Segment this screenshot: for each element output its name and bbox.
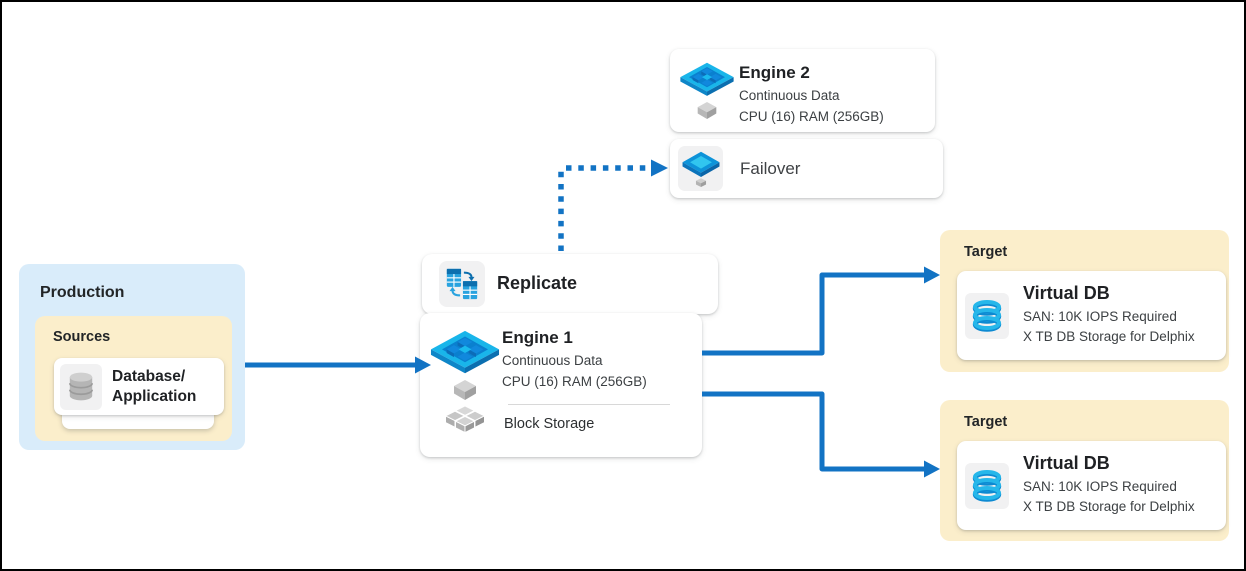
engine2-icon-column	[679, 62, 735, 121]
virtual-db-card-2: Virtual DB SAN: 10K IOPS Required X TB D…	[957, 441, 1226, 530]
engine-icon	[680, 62, 734, 96]
engine1-icon-column	[428, 330, 502, 402]
virtual-db-icon	[972, 299, 1002, 332]
virtual-db-1-title: Virtual DB	[1023, 283, 1110, 304]
virtual-db-icon-square	[965, 292, 1009, 339]
failover-card: Failover	[670, 139, 943, 198]
virtual-db-2-spec2: X TB DB Storage for Delphix	[1023, 499, 1195, 515]
cube-icon	[454, 380, 476, 400]
database-card-label: Database/ Application	[112, 367, 196, 407]
virtual-db-icon-square	[965, 462, 1009, 509]
failover-icon-square	[678, 146, 723, 191]
replicate-card: Replicate	[422, 254, 718, 314]
virtual-db-card-1: Virtual DB SAN: 10K IOPS Required X TB D…	[957, 271, 1226, 360]
database-card-line1: Database/	[112, 367, 186, 385]
target-group-1: Target Virtual DB SAN: 10K IOPS Required…	[940, 230, 1229, 372]
sources-title: Sources	[53, 329, 111, 345]
virtual-db-1-spec1: SAN: 10K IOPS Required	[1023, 309, 1177, 325]
database-card-line2: Application	[112, 387, 197, 405]
arrow-engine1-to-target-2-head	[924, 460, 940, 478]
target-group-2: Target Virtual DB SAN: 10K IOPS Required…	[940, 400, 1229, 541]
block-storage-icon	[444, 405, 486, 434]
arrow-engine1-to-target-1	[702, 272, 924, 356]
production-group: Production Sources Database/ Application	[19, 264, 245, 450]
engine-icon	[430, 330, 500, 374]
replicate-icon-square	[439, 261, 485, 307]
virtual-db-text-2: Virtual DB SAN: 10K IOPS Required X TB D…	[1023, 453, 1195, 517]
engine1-card: Engine 1 Continuous Data CPU (16) RAM (2…	[420, 313, 702, 457]
database-card: Database/ Application	[54, 358, 224, 415]
arrow-engine1-to-target-2	[702, 391, 924, 472]
engine1-spec2: CPU (16) RAM (256GB)	[502, 373, 647, 389]
arrow-replicate-to-failover-head	[651, 159, 668, 177]
virtual-db-icon	[972, 469, 1002, 502]
engine2-text: Engine 2 Continuous Data CPU (16) RAM (2…	[739, 62, 884, 127]
engine2-card: Engine 2 Continuous Data CPU (16) RAM (2…	[670, 49, 935, 132]
engine1-spec1: Continuous Data	[502, 353, 603, 369]
failover-platform-icon	[682, 151, 719, 187]
engine2-title: Engine 2	[739, 63, 810, 82]
virtual-db-text-1: Virtual DB SAN: 10K IOPS Required X TB D…	[1023, 283, 1195, 347]
virtual-db-2-spec1: SAN: 10K IOPS Required	[1023, 479, 1177, 495]
engine2-spec1: Continuous Data	[739, 88, 840, 104]
sources-group: Sources Database/ Application	[35, 316, 232, 441]
target-1-title: Target	[964, 244, 1008, 260]
replicate-sync-icon	[446, 268, 478, 300]
failover-label: Failover	[740, 158, 801, 178]
cube-icon	[697, 102, 717, 119]
database-icon-square	[60, 363, 102, 410]
database-icon	[68, 372, 94, 401]
target-2-title: Target	[964, 414, 1008, 430]
engine1-text: Engine 1 Continuous Data CPU (16) RAM (2…	[502, 327, 647, 392]
engine1-divider	[508, 404, 670, 405]
arrow-engine1-to-target-1-head	[924, 266, 940, 284]
engine2-spec2: CPU (16) RAM (256GB)	[739, 108, 884, 124]
virtual-db-1-spec2: X TB DB Storage for Delphix	[1023, 329, 1195, 345]
production-title: Production	[40, 284, 125, 301]
block-storage-label: Block Storage	[504, 416, 595, 432]
replicate-label: Replicate	[497, 273, 578, 294]
engine1-title: Engine 1	[502, 328, 573, 347]
virtual-db-2-title: Virtual DB	[1023, 453, 1110, 474]
